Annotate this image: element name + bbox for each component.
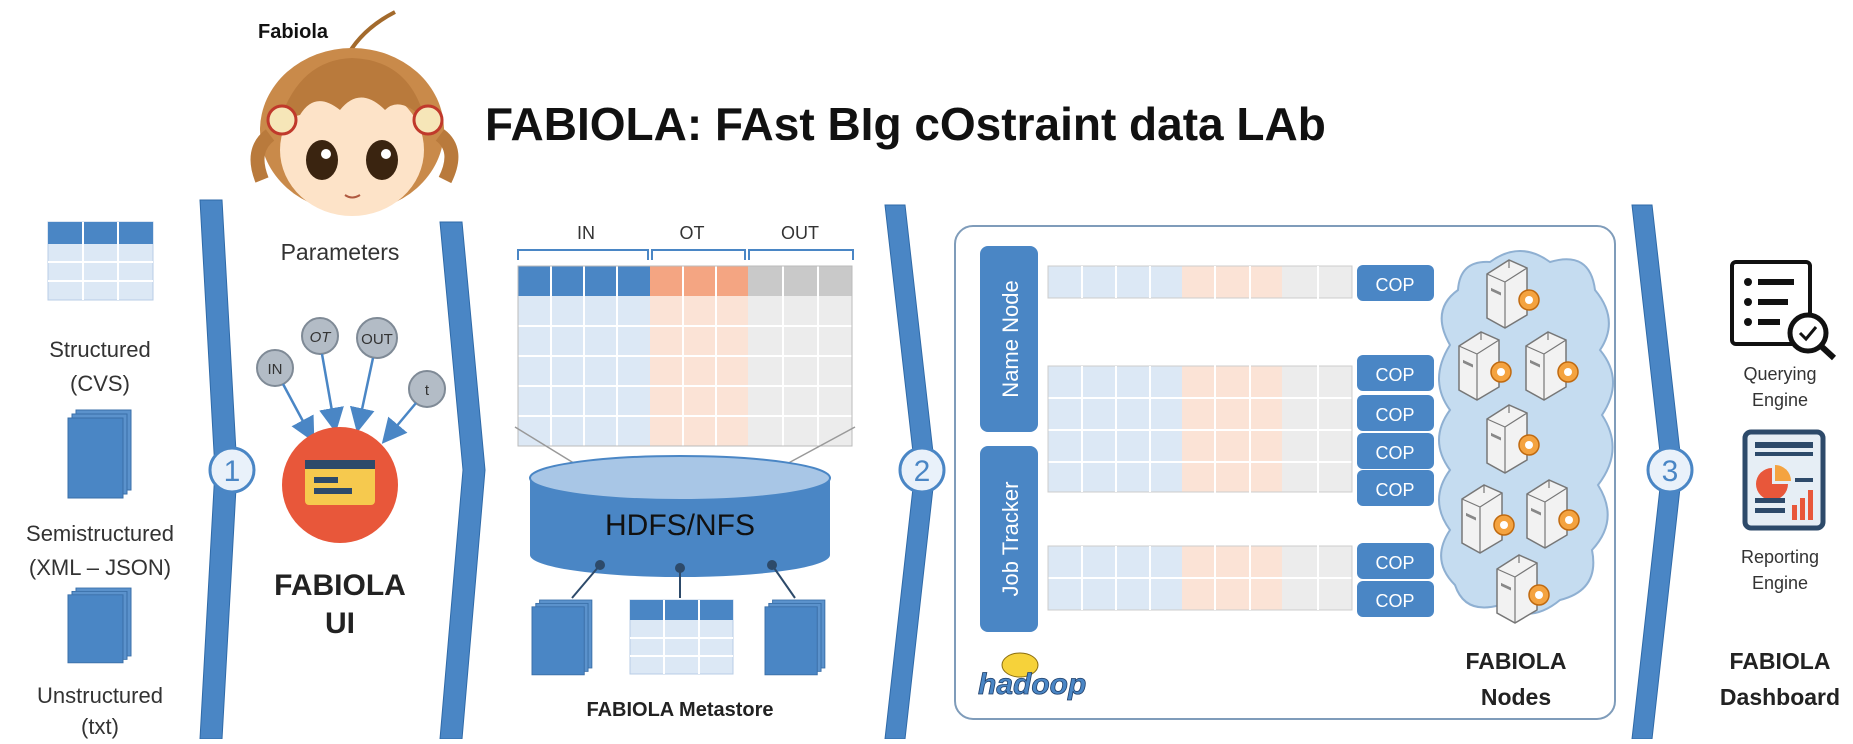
metastore-table-icon bbox=[629, 599, 734, 675]
cop-label: COP bbox=[1375, 553, 1414, 573]
cop-box bbox=[1357, 395, 1434, 431]
structured-table-icon bbox=[47, 221, 154, 301]
svg-text:OUT: OUT bbox=[361, 331, 393, 348]
cop-label: COP bbox=[1375, 405, 1414, 425]
reporting-label-line2: Engine bbox=[1752, 573, 1808, 593]
dashboard-name-line2: Dashboard bbox=[1720, 684, 1840, 710]
unstructured-doc-icon bbox=[67, 587, 132, 664]
job-tracker-box bbox=[980, 446, 1038, 632]
hadoop-logo-text: hadoop bbox=[978, 668, 1086, 701]
cop-label: COP bbox=[1375, 365, 1414, 385]
unstructured-format: (txt) bbox=[81, 714, 119, 739]
nodes-name-line1: FABIOLA bbox=[1466, 648, 1567, 674]
metastore-name: FABIOLA Metastore bbox=[586, 699, 773, 721]
ui-name-line1: FABIOLA bbox=[274, 569, 406, 602]
hdfs-label: HDFS/NFS bbox=[605, 509, 755, 542]
param-out: OUT bbox=[356, 317, 398, 359]
step-2-label: 2 bbox=[914, 455, 931, 488]
dashboard-name-line1: FABIOLA bbox=[1730, 648, 1831, 674]
semistructured-label: Semistructured bbox=[26, 521, 174, 546]
metastore-doc-right-icon bbox=[764, 599, 826, 676]
mascot-name: Fabiola bbox=[258, 21, 329, 43]
svg-text:IN: IN bbox=[268, 361, 283, 378]
cop-box bbox=[1357, 581, 1434, 617]
page-title: FABIOLA: FAst BIg cOstraint data LAb bbox=[485, 98, 1326, 150]
parameters-label: Parameters bbox=[281, 239, 400, 265]
hdfs-cylinder bbox=[529, 455, 831, 577]
structured-label: Structured bbox=[49, 337, 151, 362]
semistructured-format: (XML – JSON) bbox=[29, 555, 171, 580]
param-t: t bbox=[408, 370, 446, 408]
meta-col-out: OUT bbox=[781, 223, 819, 243]
name-node-box bbox=[980, 246, 1038, 432]
cluster-data-rows bbox=[1047, 265, 1353, 611]
cop-box bbox=[1357, 355, 1434, 391]
meta-col-ot: OT bbox=[680, 223, 705, 243]
svg-text:OT: OT bbox=[310, 329, 333, 346]
querying-engine-icon bbox=[1730, 260, 1837, 361]
structured-format: (CVS) bbox=[70, 371, 130, 396]
param-in: IN bbox=[256, 349, 294, 387]
cop-buttons: COP COP COP COP COP COP COP bbox=[1357, 265, 1434, 617]
step-3-label: 3 bbox=[1662, 455, 1679, 488]
param-ot: OT bbox=[301, 317, 339, 355]
cop-label: COP bbox=[1375, 275, 1414, 295]
cop-box bbox=[1357, 433, 1434, 469]
reporting-engine-icon bbox=[1742, 429, 1826, 531]
querying-label-line1: Querying bbox=[1743, 364, 1816, 384]
step-2-circle bbox=[898, 446, 946, 494]
metastore-doc-left-icon bbox=[531, 599, 593, 676]
unstructured-label: Unstructured bbox=[37, 683, 163, 708]
step-1-circle bbox=[208, 446, 256, 494]
semistructured-doc-icon bbox=[67, 409, 132, 499]
reporting-label-line1: Reporting bbox=[1741, 547, 1819, 567]
metastore-big-table bbox=[517, 265, 853, 447]
cop-box bbox=[1357, 470, 1434, 506]
meta-col-in: IN bbox=[577, 223, 595, 243]
svg-text:t: t bbox=[425, 382, 430, 399]
ui-name-line2: UI bbox=[325, 607, 355, 640]
querying-label-line2: Engine bbox=[1752, 390, 1808, 410]
fabiola-mascot: Fabiola bbox=[250, 10, 459, 216]
hadoop-logo: hadoop bbox=[978, 652, 1087, 701]
cop-box bbox=[1357, 265, 1434, 301]
nodes-name-line2: Nodes bbox=[1481, 684, 1551, 710]
cop-box bbox=[1357, 543, 1434, 579]
separator-ui bbox=[439, 221, 486, 740]
name-node-label: Name Node bbox=[998, 280, 1023, 397]
cop-label: COP bbox=[1375, 591, 1414, 611]
ui-app-icon bbox=[282, 427, 398, 543]
cop-label: COP bbox=[1375, 443, 1414, 463]
step-3-circle bbox=[1646, 446, 1694, 494]
cop-label: COP bbox=[1375, 480, 1414, 500]
step-1-label: 1 bbox=[224, 455, 241, 488]
job-tracker-label: Job Tracker bbox=[998, 482, 1023, 597]
